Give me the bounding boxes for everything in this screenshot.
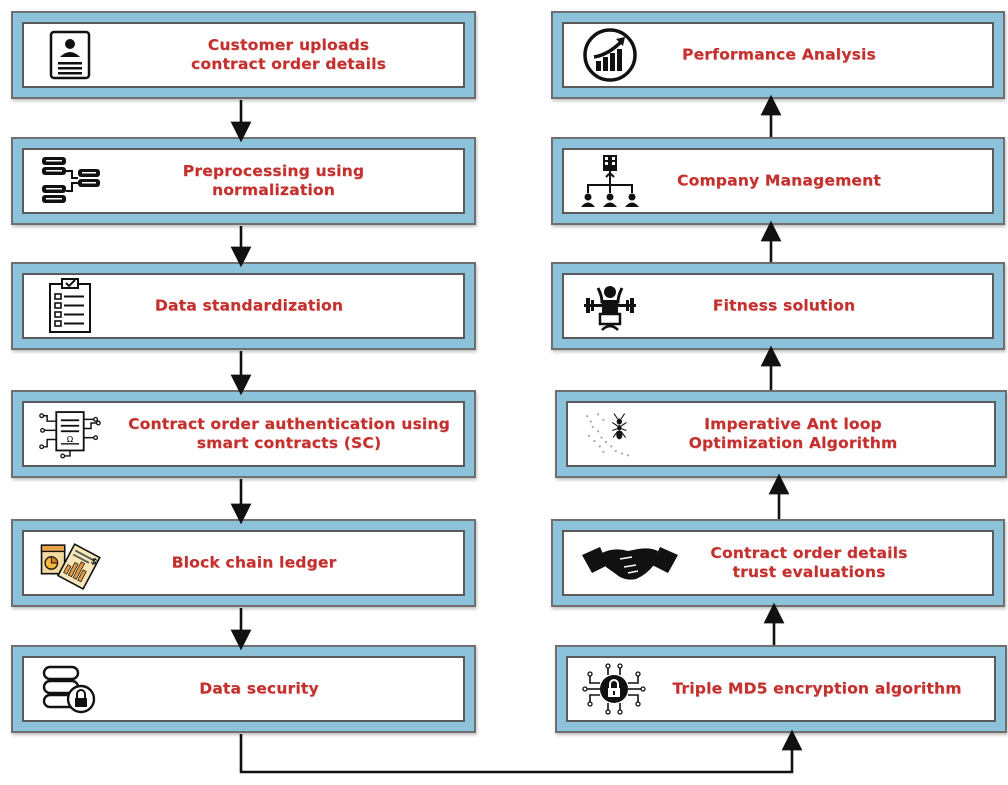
step-label: Data security — [199, 679, 319, 698]
checklist-clipboard-icon — [38, 278, 102, 334]
step-label: Performance Analysis — [682, 45, 876, 64]
step-label: Fitness solution — [712, 296, 856, 315]
database-lock-icon — [38, 661, 102, 717]
circuit-lock-icon — [582, 661, 646, 717]
ledger-documents-icon: $ — [38, 535, 102, 591]
step-performance-analysis: Performance Analysis — [551, 11, 1005, 99]
database-network-icon — [38, 153, 102, 209]
customer-profile-icon — [38, 27, 102, 83]
svg-text:Ω: Ω — [67, 434, 73, 444]
ant-trail-icon — [582, 406, 646, 462]
step-label: Block chain ledger — [171, 553, 337, 572]
org-hierarchy-icon — [578, 153, 642, 209]
step-label: Company Management — [677, 171, 881, 190]
step-label: Triple MD5 encryption algorithm — [672, 679, 962, 698]
smart-contract-icon: Ω — [38, 406, 102, 462]
step-label: Data standardization — [154, 296, 344, 315]
step-block-chain-ledger: $ Block chain ledger — [11, 519, 476, 607]
svg-text:$: $ — [89, 556, 99, 568]
step-fitness-solution: Fitness solution — [551, 262, 1005, 350]
step-company-management: Company Management — [551, 137, 1005, 225]
step-triple-md5-encryption: Triple MD5 encryption algorithm — [555, 645, 1007, 733]
step-data-standardization: Data standardization — [11, 262, 476, 350]
growth-chart-icon — [578, 27, 642, 83]
arrow-security-to-encryption — [239, 729, 803, 774]
handshake-icon — [580, 535, 680, 591]
weightlifter-icon — [578, 278, 642, 334]
